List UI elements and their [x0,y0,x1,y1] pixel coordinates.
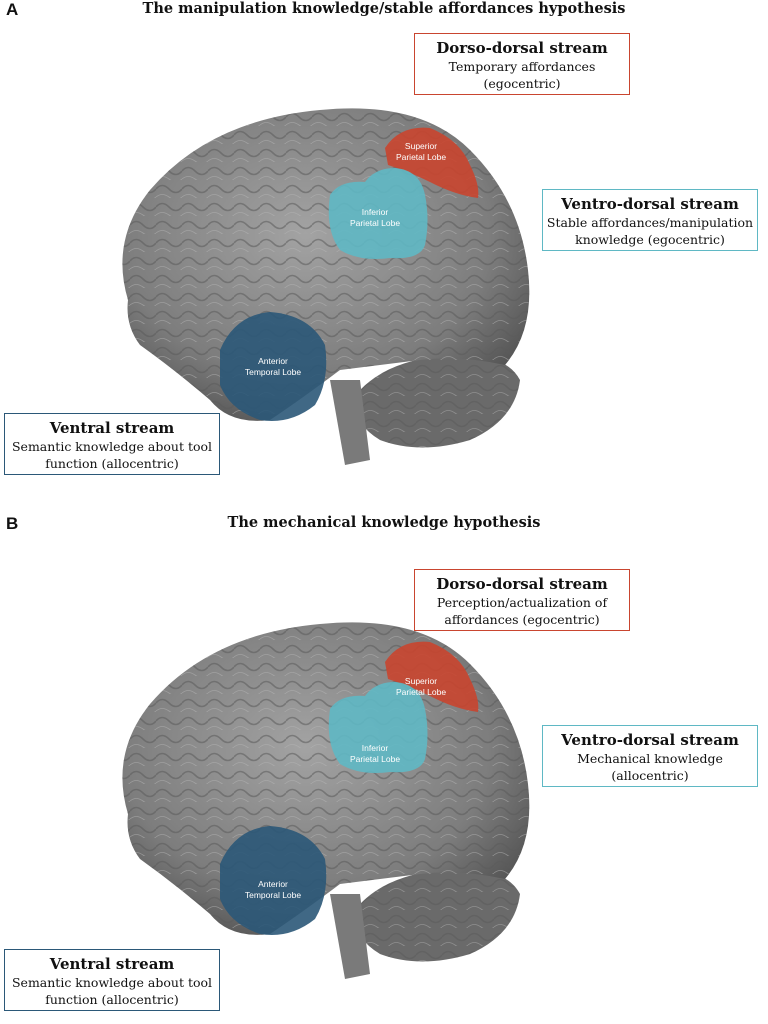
panel-a: A The manipulation knowledge/stable affo… [0,0,768,510]
dorso-dorsal-box: Dorso-dorsal stream Temporary affordance… [414,33,630,95]
ventro-dorsal-desc-2: knowledge (egocentric) [575,232,725,247]
ipl-label-1: Inferior [362,743,389,753]
anterior-temporal-lobe [220,312,327,421]
dorso-dorsal-desc-1: Temporary affordances [448,59,596,74]
spl-label-1: Superior [405,676,437,686]
ventro-dorsal-desc-2: (allocentric) [611,768,689,783]
atl-label-1: Anterior [258,356,288,366]
spl-label-2: Parietal Lobe [396,687,446,697]
panel-b: B The mechanical knowledge hypothesis [0,514,768,1024]
ipl-label-2: Parietal Lobe [350,754,400,764]
atl-label-2: Temporal Lobe [245,890,302,900]
brainstem [330,380,370,465]
anterior-temporal-lobe [220,826,327,935]
ventral-box: Ventral stream Semantic knowledge about … [4,949,220,1011]
ventro-dorsal-title: Ventro-dorsal stream [561,195,739,213]
ventral-title: Ventral stream [49,419,175,437]
ventro-dorsal-title: Ventro-dorsal stream [561,731,739,749]
dorso-dorsal-title: Dorso-dorsal stream [436,39,608,57]
panel-letter: B [6,514,19,533]
ventral-desc-2: function (allocentric) [45,456,179,471]
dorso-dorsal-desc-1: Perception/actualization of [436,595,608,610]
panel-title: The mechanical knowledge hypothesis [227,514,541,531]
ventral-title: Ventral stream [49,955,175,973]
dorso-dorsal-title: Dorso-dorsal stream [436,575,608,593]
ventral-desc-1: Semantic knowledge about tool [11,439,213,454]
superior-parietal-lobe [385,641,479,712]
ventral-desc-1: Semantic knowledge about tool [11,975,213,990]
panel-title: The manipulation knowledge/stable afford… [142,0,626,17]
ventro-dorsal-box: Ventro-dorsal stream Stable affordances/… [542,189,758,251]
dorso-dorsal-desc-2: (egocentric) [483,76,561,91]
ventral-desc-2: function (allocentric) [45,992,179,1007]
dorso-dorsal-box: Dorso-dorsal stream Perception/actualiza… [414,569,630,631]
inferior-parietal-lobe [328,168,428,259]
ipl-label-2: Parietal Lobe [350,218,400,228]
brain-illustration: Superior Parietal Lobe Inferior Parietal… [122,108,530,465]
atl-label-2: Temporal Lobe [245,367,302,377]
superior-parietal-lobe [385,127,479,198]
atl-label-1: Anterior [258,879,288,889]
brainstem [330,894,370,979]
ipl-label-1: Inferior [362,207,389,217]
panel-letter: A [6,0,19,19]
brain-illustration: Superior Parietal Lobe Inferior Parietal… [122,622,530,979]
spl-label-2: Parietal Lobe [396,152,446,162]
dorso-dorsal-desc-2: affordances (egocentric) [444,612,600,627]
inferior-parietal-lobe [328,682,428,773]
ventro-dorsal-desc-1: Stable affordances/manipulation [546,215,754,230]
ventro-dorsal-desc-1: Mechanical knowledge [577,751,723,766]
ventral-box: Ventral stream Semantic knowledge about … [4,413,220,475]
ventro-dorsal-box: Ventro-dorsal stream Mechanical knowledg… [542,725,758,787]
spl-label-1: Superior [405,141,437,151]
